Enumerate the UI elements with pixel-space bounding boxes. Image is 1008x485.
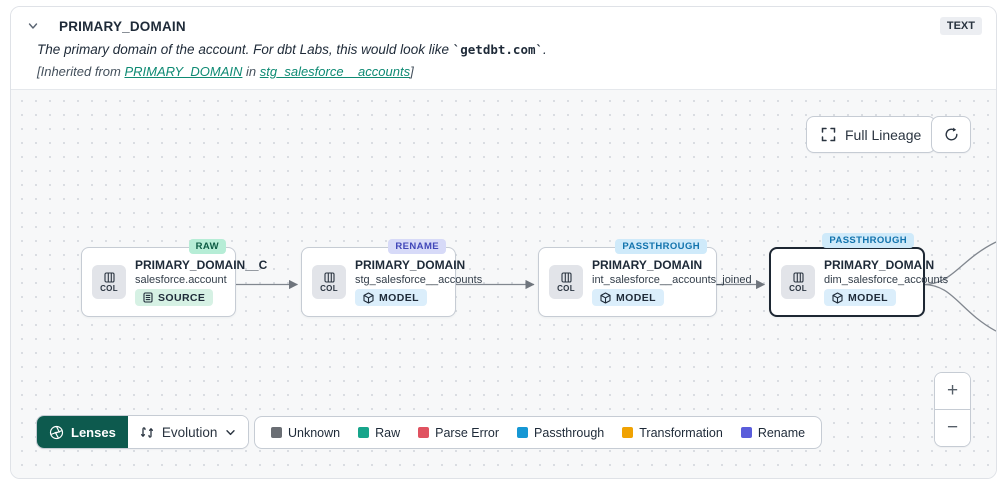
legend-item-unknown: Unknown xyxy=(271,426,340,440)
legend-swatch xyxy=(740,427,752,438)
collapse-chevron-icon[interactable] xyxy=(25,18,41,34)
description-code: `getdbt.com` xyxy=(452,42,544,57)
inherited-prefix: [Inherited from xyxy=(37,64,125,79)
node-model-name: int_salesforce__accounts_joined xyxy=(592,274,752,286)
col-chip-label: COL xyxy=(557,283,575,293)
node-model-name: salesforce.account xyxy=(135,274,227,286)
lineage-node-salesforce-account[interactable]: RAW COL PRIMARY_DOMAIN__C salesforce.acc… xyxy=(81,239,268,317)
resource-type-tag: MODEL xyxy=(592,289,664,306)
full-lineage-label: Full Lineage xyxy=(845,126,922,143)
evolution-badge: RAW xyxy=(188,239,226,254)
inherited-note: [Inherited from PRIMARY_DOMAIN in stg_sa… xyxy=(37,64,982,79)
refresh-button[interactable] xyxy=(931,116,971,153)
lineage-panel: PRIMARY_DOMAIN TEXT The primary domain o… xyxy=(10,6,997,479)
lineage-node-dim-salesforce-accounts[interactable]: PASSTHROUGH COL PRIMARY_DOMAIN dim_sales… xyxy=(769,233,949,317)
node-column-name: PRIMARY_DOMAIN xyxy=(824,258,935,272)
legend-item-parse-error: Parse Error xyxy=(418,426,499,440)
refresh-icon xyxy=(945,127,958,141)
column-icon xyxy=(103,271,115,283)
zoom-out-button[interactable]: − xyxy=(935,410,970,446)
evolution-lens-dropdown[interactable]: Evolution xyxy=(127,416,249,448)
evolution-label: Evolution xyxy=(161,424,218,440)
resource-type-tag: MODEL xyxy=(355,289,427,306)
resource-type-tag: MODEL xyxy=(824,289,896,306)
chevron-down-icon xyxy=(226,429,236,435)
source-icon xyxy=(143,292,153,303)
column-icon xyxy=(560,271,572,283)
column-chip: COL xyxy=(549,265,583,299)
column-description: The primary domain of the account. For d… xyxy=(37,42,982,57)
model-cube-icon xyxy=(832,291,843,304)
lineage-node-stg-salesforce-accounts[interactable]: RENAME COL PRIMARY_DOMAIN stg_salesforce… xyxy=(301,239,483,317)
lenses-button[interactable]: Lenses xyxy=(37,416,128,448)
resource-type-label: MODEL xyxy=(616,291,656,304)
inherited-column-link[interactable]: PRIMARY_DOMAIN xyxy=(124,64,243,79)
column-header: PRIMARY_DOMAIN TEXT The primary domain o… xyxy=(11,7,996,90)
col-chip-label: COL xyxy=(100,283,118,293)
legend-swatch xyxy=(418,427,430,438)
evolution-badge: PASSTHROUGH xyxy=(615,239,707,254)
legend-swatch xyxy=(517,427,529,438)
column-type-badge: TEXT xyxy=(939,17,982,35)
node-column-name: PRIMARY_DOMAIN xyxy=(355,258,466,272)
legend-swatch xyxy=(622,427,634,438)
zoom-divider xyxy=(935,409,970,410)
resource-type-label: MODEL xyxy=(848,291,888,304)
node-column-name: PRIMARY_DOMAIN xyxy=(592,258,703,272)
column-chip: COL xyxy=(312,265,346,299)
column-title: PRIMARY_DOMAIN xyxy=(59,18,186,34)
resource-type-tag: SOURCE xyxy=(135,289,214,306)
column-chip: COL xyxy=(92,265,126,299)
node-model-name: stg_salesforce__accounts xyxy=(355,274,483,286)
zoom-controls: + − xyxy=(934,372,971,447)
legend-label: Rename xyxy=(757,425,806,440)
legend-item-transformation: Transformation xyxy=(622,426,723,440)
legend-item-raw: Raw xyxy=(358,426,400,440)
resource-type-label: SOURCE xyxy=(158,291,206,304)
lenses-label: Lenses xyxy=(71,424,116,440)
description-period: . xyxy=(543,42,547,57)
zoom-in-button[interactable]: + xyxy=(935,373,970,409)
resource-type-label: MODEL xyxy=(379,291,419,304)
column-icon xyxy=(792,271,804,283)
lenses-control: Lenses Evolution xyxy=(36,415,250,449)
legend-label: Transformation xyxy=(639,425,723,440)
description-text: The primary domain of the account. For d… xyxy=(37,42,453,57)
lineage-canvas[interactable]: Full Lineage RAW COL PRIMARY_DOMAIN__C s… xyxy=(11,90,996,478)
legend-swatch xyxy=(271,427,282,438)
inherited-middle: in xyxy=(242,64,260,79)
legend-label: Parse Error xyxy=(435,425,500,440)
legend-label: Raw xyxy=(375,425,401,440)
evolution-badge: PASSTHROUGH xyxy=(822,233,914,248)
evolution-icon xyxy=(140,426,153,438)
fullscreen-icon xyxy=(821,127,836,142)
legend-swatch xyxy=(358,427,370,438)
node-model-name: dim_salesforce_accounts xyxy=(824,274,949,286)
legend-item-rename: Rename xyxy=(740,425,806,440)
column-icon xyxy=(323,271,335,283)
inherited-suffix: ] xyxy=(410,64,414,79)
legend-item-passthrough: Passthrough xyxy=(517,426,604,440)
legend-label: Unknown xyxy=(288,425,341,440)
node-column-name: PRIMARY_DOMAIN__C xyxy=(135,258,268,272)
model-cube-icon xyxy=(363,291,374,304)
column-chip: COL xyxy=(781,265,815,299)
evolution-badge: RENAME xyxy=(388,239,446,254)
inherited-model-link[interactable]: stg_salesforce__accounts xyxy=(259,64,411,79)
col-chip-label: COL xyxy=(789,283,807,293)
evolution-legend: Unknown Raw Parse Error Passthrough Tran… xyxy=(254,416,823,449)
lineage-node-int-salesforce-accounts-joined[interactable]: PASSTHROUGH COL PRIMARY_DOMAIN int_sales… xyxy=(538,239,752,317)
legend-label: Passthrough xyxy=(534,425,605,440)
model-cube-icon xyxy=(600,291,611,304)
full-lineage-button[interactable]: Full Lineage xyxy=(806,116,937,153)
lens-aperture-icon xyxy=(49,425,64,439)
col-chip-label: COL xyxy=(320,283,338,293)
